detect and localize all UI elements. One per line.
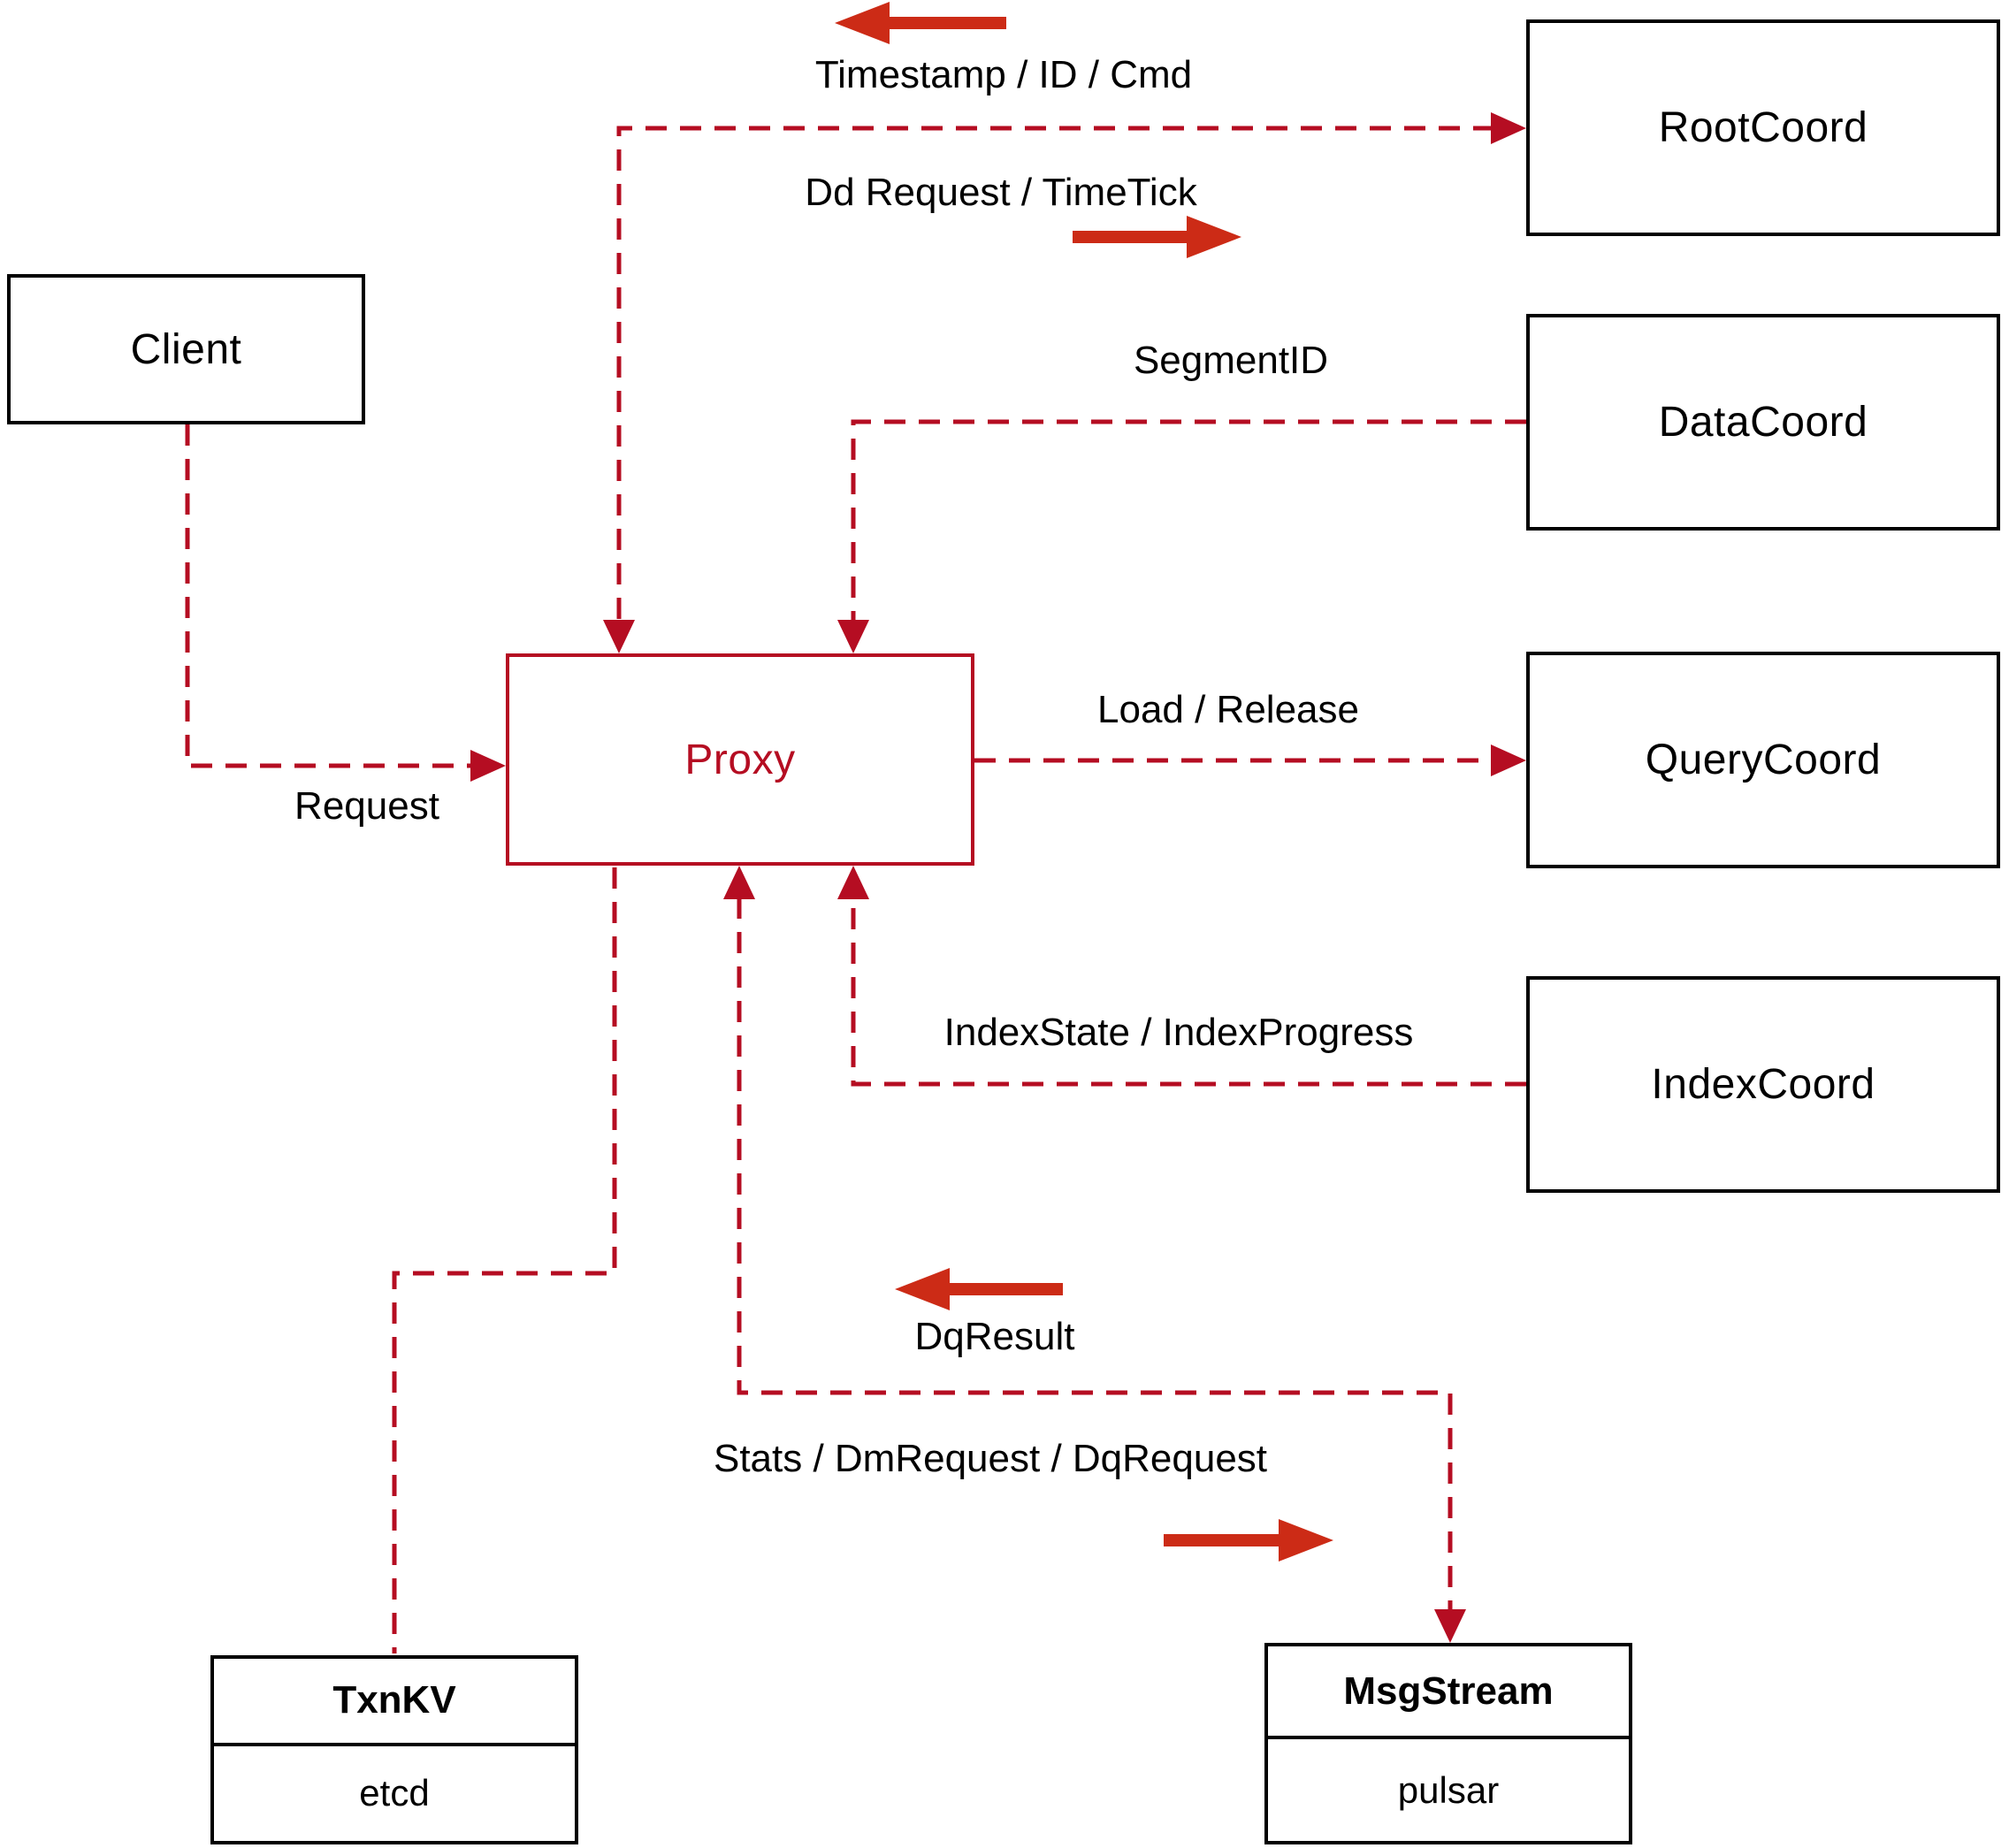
node-datacoord: DataCoord xyxy=(1526,314,2000,531)
arrowhead-into-proxy-top-left xyxy=(603,620,635,653)
edge-proxy-txnkv-line xyxy=(392,867,617,1653)
arrowhead-into-msgstream xyxy=(1434,1609,1466,1643)
direction-arrow-left-timestamp xyxy=(835,2,1006,44)
node-client: Client xyxy=(7,274,365,424)
arrowhead-into-querycoord xyxy=(1491,745,1526,776)
edge-label-load-release: Load / Release xyxy=(1097,688,1359,731)
node-txnkv: TxnKV etcd xyxy=(210,1655,578,1844)
edge-client-proxy-line xyxy=(185,424,474,768)
node-querycoord-label: QueryCoord xyxy=(1645,737,1882,783)
edge-proxy-msgstream-line xyxy=(737,897,1453,1611)
node-client-label: Client xyxy=(130,325,242,373)
edge-label-request: Request xyxy=(294,784,439,828)
direction-arrow-right-stats xyxy=(1164,1519,1333,1562)
edge-label-index-state: IndexState / IndexProgress xyxy=(943,1011,1414,1054)
direction-arrow-right-ddrequest xyxy=(1073,216,1241,258)
direction-arrow-left-dqresult xyxy=(895,1268,1063,1310)
edge-datacoord-proxy-line xyxy=(851,419,1526,622)
node-txnkv-title: TxnKV xyxy=(214,1659,575,1746)
edge-label-dd-request-timetick: Dd Request / TimeTick xyxy=(805,171,1197,214)
edge-indexcoord-proxy-line xyxy=(851,897,1526,1087)
node-indexcoord: IndexCoord xyxy=(1526,976,2000,1193)
arrowhead-into-proxy-left xyxy=(470,750,506,782)
node-datacoord-label: DataCoord xyxy=(1658,399,1868,446)
arrowhead-into-proxy-bottom-mid xyxy=(723,866,755,899)
node-msgstream: MsgStream pulsar xyxy=(1264,1643,1632,1844)
node-rootcoord-label: RootCoord xyxy=(1658,104,1868,151)
node-txnkv-subtitle: etcd xyxy=(359,1772,430,1814)
node-proxy-label: Proxy xyxy=(684,736,796,783)
arrowhead-into-proxy-bottom-right xyxy=(837,866,869,899)
node-querycoord: QueryCoord xyxy=(1526,652,2000,868)
edge-label-stats-dm-dq: Stats / DmRequest / DqRequest xyxy=(713,1437,1268,1480)
edge-label-dq-result: DqResult xyxy=(914,1315,1075,1358)
edge-label-segment-id: SegmentID xyxy=(1133,339,1329,382)
node-proxy: Proxy xyxy=(506,653,974,866)
arrowhead-into-proxy-top-right xyxy=(837,620,869,653)
edge-label-timestamp-id-cmd: Timestamp / ID / Cmd xyxy=(814,53,1193,96)
node-indexcoord-label: IndexCoord xyxy=(1651,1061,1875,1108)
edge-proxy-rootcoord-line xyxy=(616,126,1494,622)
node-msgstream-subtitle: pulsar xyxy=(1397,1768,1500,1811)
node-rootcoord: RootCoord xyxy=(1526,19,2000,236)
arrowhead-into-rootcoord xyxy=(1491,112,1526,144)
node-msgstream-title: MsgStream xyxy=(1268,1646,1629,1740)
